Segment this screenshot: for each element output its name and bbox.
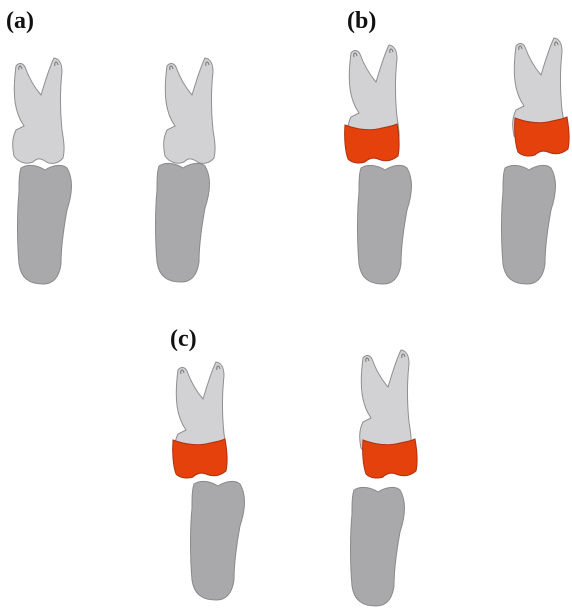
panel-b-lower-tooth-left [358,165,412,284]
panel-a [13,58,215,284]
panel-b-restoration-left [345,124,399,163]
panel-a-upper-tooth-right [164,58,215,163]
panel-a-upper-tooth-left [13,58,64,163]
panel-c-lower-tooth-right [351,487,405,606]
panel-label-b: (b) [347,8,376,34]
panel-label-c: (c) [170,326,197,352]
panel-a-lower-tooth-left [18,165,72,284]
panel-b-restoration-right [515,117,569,156]
panel-b-lower-tooth-right [502,165,556,284]
panel-c-upper-tooth-right [360,350,411,455]
panel-c-restoration-right [363,439,417,478]
panel-c [173,350,417,606]
panel-b [345,38,569,284]
panel-c-lower-tooth-left [191,481,245,600]
panel-label-a: (a) [6,8,34,34]
panel-a-lower-tooth-right [156,163,210,282]
panel-c-restoration-left [173,439,227,478]
